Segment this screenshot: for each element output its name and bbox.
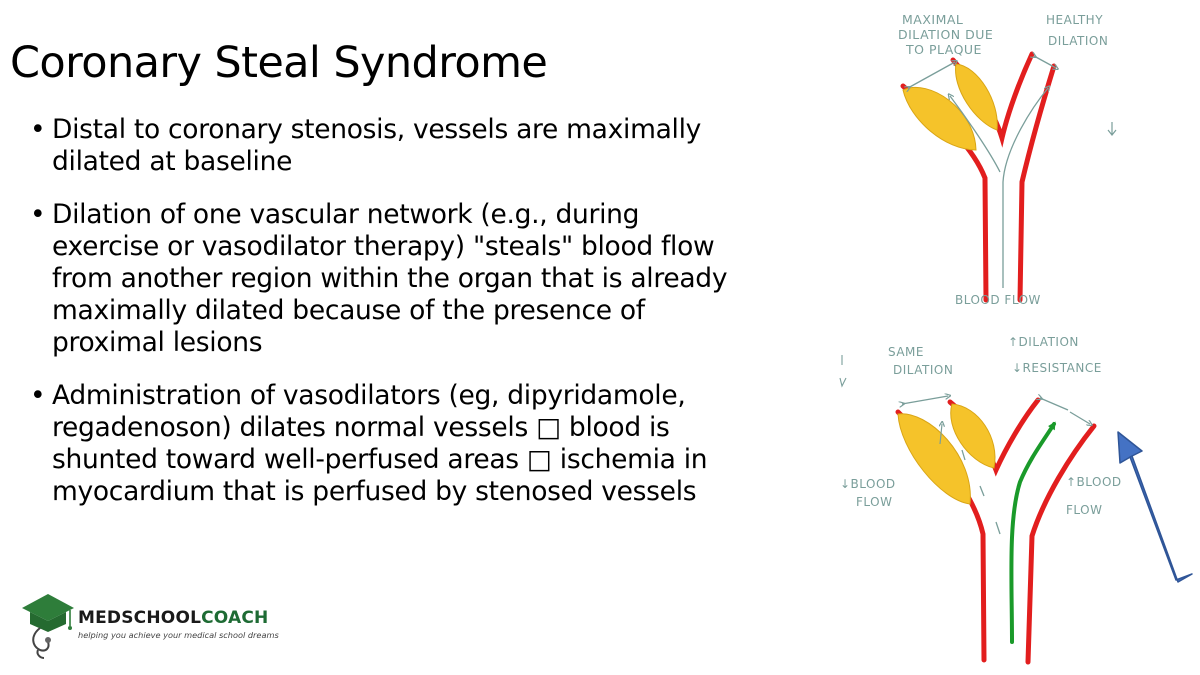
top-vessel-right-wall	[1017, 63, 1057, 303]
top-flow-arrow	[950, 96, 1001, 173]
blue-pointer-arrow	[1117, 431, 1193, 583]
bullet-line: Administration of vasodilators (eg, dipy…	[52, 380, 686, 411]
bullet-line: from another region within the organ tha…	[52, 263, 728, 294]
bullet-line: proximal lesions	[52, 327, 263, 358]
bullet-list: Distal to coronary stenosis, vessels are…	[30, 114, 820, 529]
bottom-label-decreased-blood-flow: ↓BLOOD FLOW	[840, 477, 900, 509]
top-label-blood-flow: BLOOD FLOW	[955, 293, 1041, 307]
top-label-maximal-dilation: MAXIMAL DILATION DUE TO PLAQUE	[898, 12, 998, 57]
bullet-line: maximally dilated because of the presenc…	[52, 295, 645, 326]
coronary-steal-diagram: MAXIMAL DILATION DUE TO PLAQUE HEALTHY D…	[839, 12, 1193, 665]
bottom-green-flow-arrow	[1009, 421, 1056, 644]
bullet-item: Administration of vasodilators (eg, dipy…	[30, 380, 820, 508]
bullet-item: Distal to coronary stenosis, vessels are…	[30, 114, 820, 178]
bottom-plaque-right	[950, 403, 996, 469]
bottom-dilation-arrow	[1040, 398, 1069, 411]
slide-title: Coronary Steal Syndrome	[10, 38, 548, 88]
bottom-flow-tick	[961, 449, 966, 461]
bottom-plaque-left	[897, 413, 971, 505]
bottom-flow-tick	[995, 521, 1001, 535]
small-down-arrow-icon	[1107, 122, 1117, 136]
graduation-cap-stethoscope-icon	[22, 594, 74, 659]
medschoolcoach-logo: MEDSCHOOLCOACH helping you achieve your …	[18, 588, 318, 660]
top-flow-arrow	[1002, 88, 1048, 288]
top-dilation-arrow	[1034, 56, 1056, 68]
top-plaque-right	[955, 63, 998, 131]
bullet-line: exercise or vasodilator therapy) "steals…	[52, 231, 715, 262]
bottom-dilation-arrow	[902, 396, 948, 404]
bullet-line: Distal to coronary stenosis, vessels are…	[52, 114, 702, 145]
bottom-flow-tick	[979, 485, 985, 497]
bullet-item: Dilation of one vascular network (e.g., …	[30, 199, 820, 359]
top-vessel-diagram: MAXIMAL DILATION DUE TO PLAQUE HEALTHY D…	[898, 12, 1117, 307]
logo-wordmark: MEDSCHOOLCOACH	[78, 608, 269, 628]
bullet-line: Dilation of one vascular network (e.g., …	[52, 199, 640, 230]
bottom-label-same-dilation: SAME DILATION	[888, 345, 953, 377]
logo-tagline: helping you achieve your medical school …	[78, 630, 279, 640]
bottom-resistance-arrow	[1069, 411, 1090, 424]
bottom-vessel-right-wall	[1025, 423, 1097, 665]
bullet-line: regadenoson) dilates normal vessels □ bl…	[52, 412, 670, 443]
bottom-vessel-diagram: SAME DILATION ↑DILATION ↓RESISTANCE ↓BLO…	[839, 335, 1193, 665]
bottom-label-dilation-resistance: ↑DILATION ↓RESISTANCE	[1008, 335, 1102, 375]
small-side-arrow-icon	[839, 355, 847, 388]
bottom-label-increased-blood-flow: ↑BLOOD FLOW	[1066, 475, 1126, 517]
top-dilation-arrow	[908, 62, 955, 88]
bullet-line: dilated at baseline	[52, 146, 293, 177]
bottom-flow-arrow	[940, 424, 942, 445]
top-label-healthy-dilation: HEALTHY DILATION	[1046, 13, 1108, 48]
bullet-line: shunted toward well-perfused areas □ isc…	[52, 444, 708, 475]
bullet-line: myocardium that is perfused by stenosed …	[52, 476, 697, 507]
